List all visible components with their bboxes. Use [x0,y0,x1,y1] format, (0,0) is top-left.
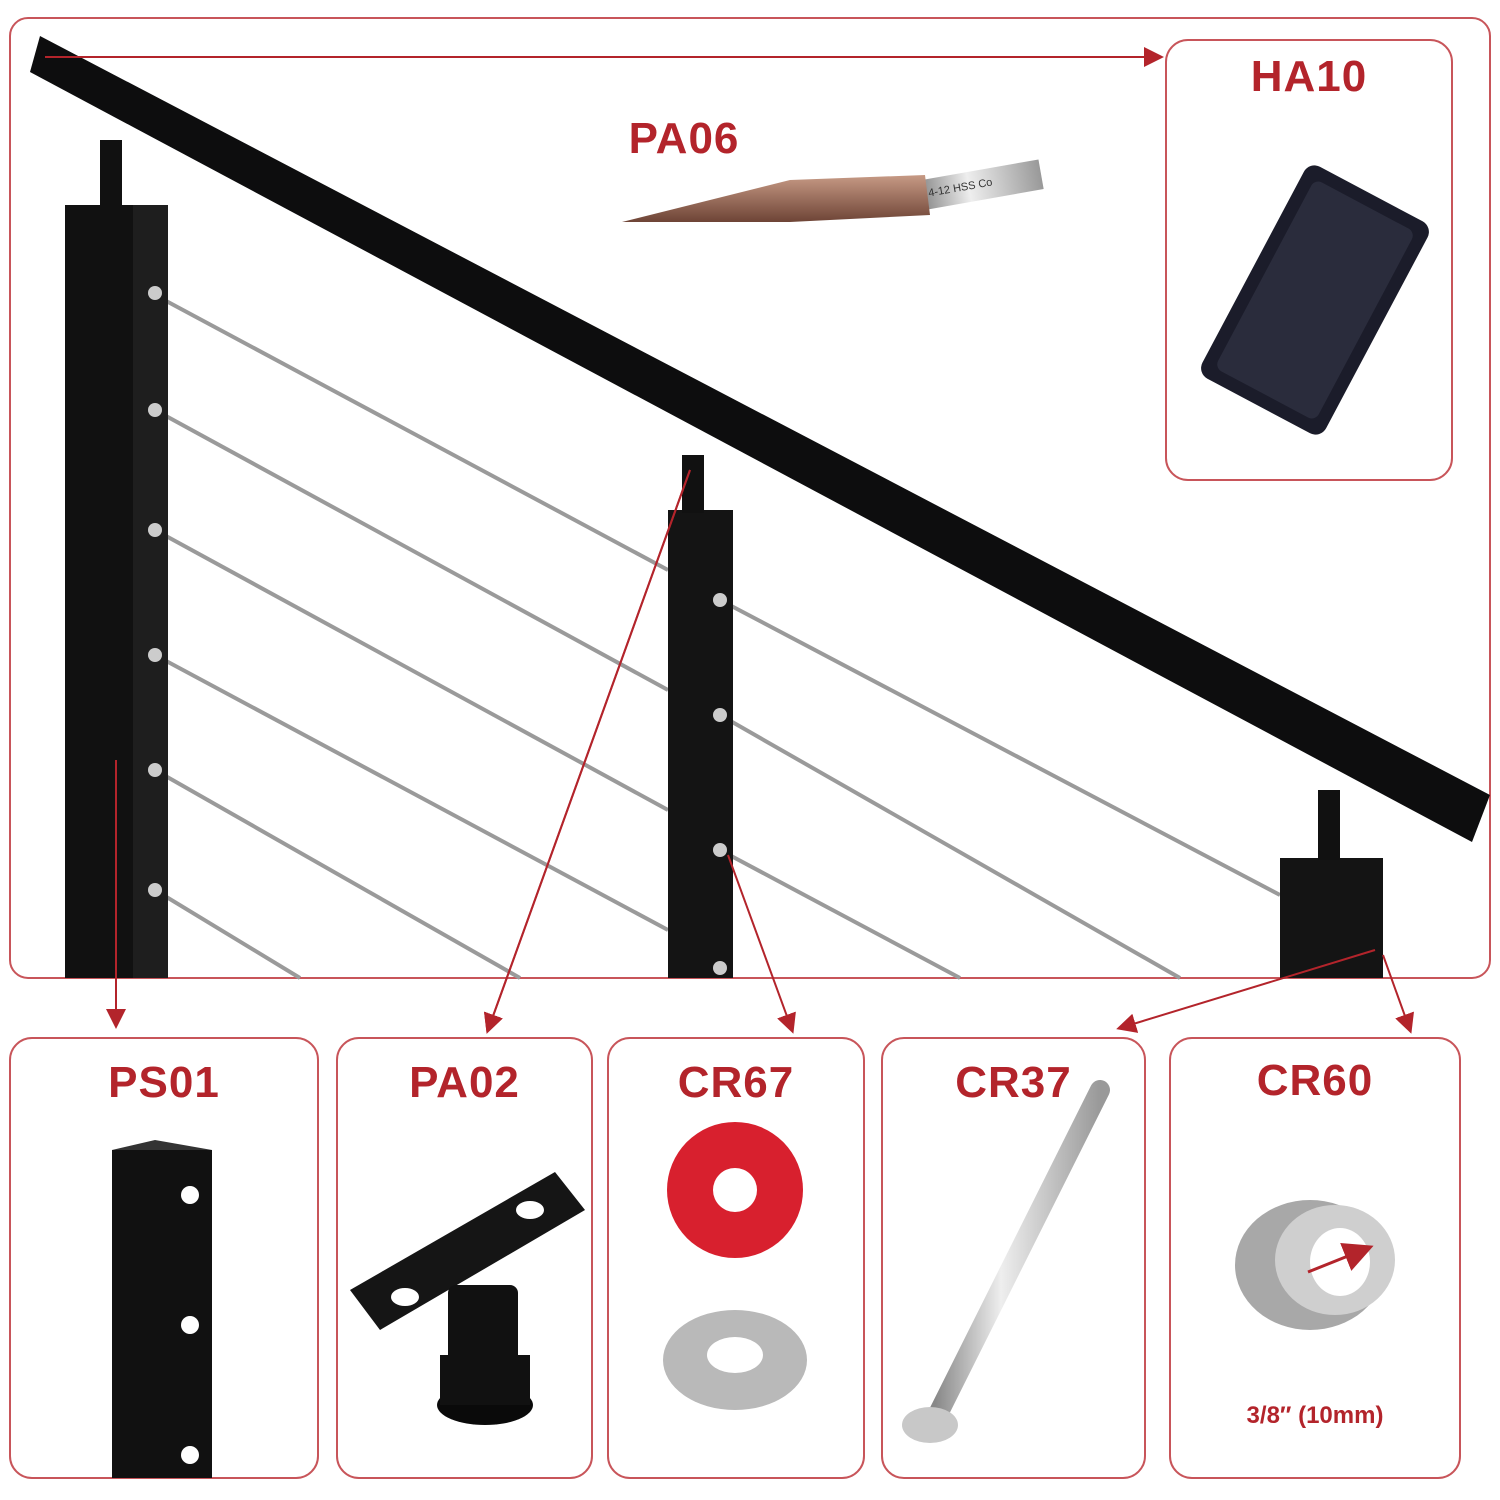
cables [153,293,1281,980]
post-middle [668,510,733,978]
ps01-label: PS01 [108,1058,220,1107]
spacer-ring-image [1235,1200,1395,1330]
pa06-label: PA06 [628,114,740,163]
end-cap-image [1201,165,1429,435]
cr67-label: CR67 [677,1058,795,1107]
swage-tool-image [902,1080,1110,1443]
swivel-mount-image [350,1172,585,1425]
cable-fittings [148,286,727,975]
cr60-label: CR60 [1256,1056,1374,1105]
cr37-label: CR37 [955,1058,1072,1107]
cr60-size-label: 3/8″ (10mm) [1246,1402,1384,1429]
pa02-label: PA02 [409,1058,520,1107]
post-image [112,1140,212,1478]
post-right [1280,858,1383,978]
step-drill-bit-image [622,159,1044,222]
swivel-connectors [100,140,1340,860]
ha10-label: HA10 [1250,52,1368,101]
washer-images [663,1122,807,1410]
handrail [30,36,1490,842]
